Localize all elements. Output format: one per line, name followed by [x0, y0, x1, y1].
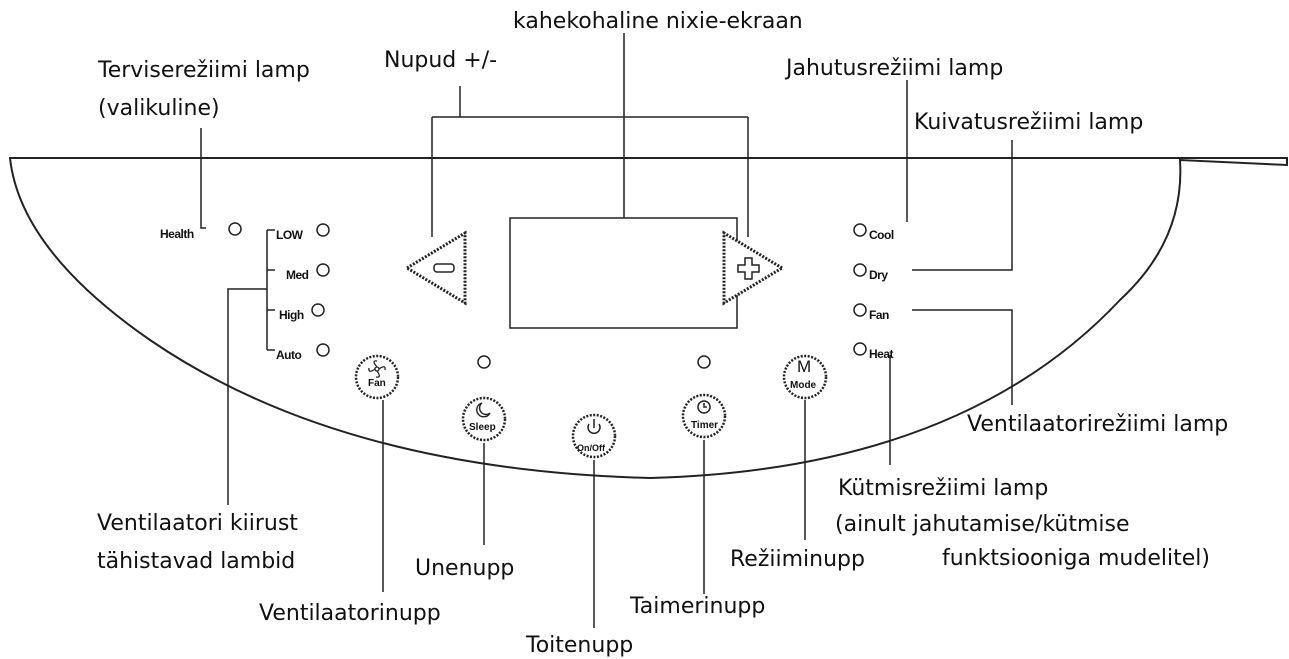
display-label: kahekohaline nixie-ekraan [513, 9, 803, 34]
timer-button-label: Taimerinupp [630, 594, 766, 619]
sleep-button[interactable] [461, 396, 507, 442]
nixie-display [509, 217, 738, 329]
power-button[interactable] [571, 413, 617, 459]
moon-icon [476, 402, 491, 418]
sleep-button-text: Sleep [469, 422, 496, 433]
clock-icon [697, 400, 711, 414]
timer-button-text: Timer [691, 420, 719, 431]
mode-panel-label-heat: Heat [869, 347, 894, 361]
fan-icon [368, 360, 386, 378]
minus-button[interactable] [404, 230, 467, 306]
sleep-button-label: Unenupp [415, 556, 515, 581]
speed-panel-label-low: LOW [276, 228, 303, 242]
mode-panel-label-dry: Dry [869, 268, 888, 282]
power-icon [587, 419, 601, 434]
health-lamp-label-2: (valikuline) [98, 96, 220, 121]
fan-button-text: Fan [368, 378, 386, 389]
plus-minus-label: Nupud +/- [384, 48, 498, 73]
speed-lamps-label-2: tähistavad lambid [97, 549, 296, 574]
power-button-label: Toitenupp [526, 633, 634, 658]
speed-lamp-high [311, 303, 325, 317]
panel-outline [8, 157, 1288, 480]
timer-lamp [697, 355, 711, 369]
minus-icon [433, 263, 455, 273]
mode-button-text: Mode [790, 380, 817, 391]
speed-lamp-low [316, 223, 330, 237]
leader-lines [200, 33, 1013, 628]
speed-panel-label-auto: Auto [276, 348, 302, 362]
fan-button-label: Ventilaatorinupp [259, 601, 441, 626]
mode-lamp-heat [853, 342, 867, 356]
fan-button[interactable] [354, 354, 400, 400]
mode-panel-label-cool: Cool [869, 228, 894, 242]
speed-lamps-label-1: Ventilaatori kiirust [97, 511, 298, 536]
speed-lamp-auto [316, 343, 330, 357]
health-panel-label: Health [160, 227, 194, 241]
heat-lamp-label-3: funktsiooniga mudelitel) [942, 546, 1210, 571]
speed-panel-label-med: Med [286, 268, 309, 282]
plus-icon [737, 257, 760, 280]
power-button-text: On/Off [577, 443, 605, 453]
sleep-lamp [477, 355, 491, 369]
mode-button[interactable] [782, 354, 828, 400]
mode-panel-label-fan: Fan [869, 308, 889, 322]
heat-lamp-label-1: Kütmisrežiimi lamp [838, 476, 1049, 501]
mode-lamp-fan [853, 303, 867, 317]
speed-lamp-med [316, 263, 330, 277]
cool-lamp-label: Jahutusrežiimi lamp [786, 56, 1004, 81]
health-lamp [228, 222, 242, 236]
mode-button-label: Režiiminupp [730, 547, 865, 572]
heat-lamp-label-2: (ainult jahutamise/kütmise [835, 512, 1130, 537]
mode-button-glyph: M [797, 357, 812, 376]
timer-button[interactable] [681, 393, 727, 439]
dry-lamp-label: Kuivatusrežiimi lamp [914, 110, 1144, 135]
plus-button[interactable] [722, 230, 785, 306]
health-lamp-label-1: Terviserežiimi lamp [98, 58, 310, 83]
fan-mode-lamp-label: Ventilaatorirežiimi lamp [967, 412, 1229, 437]
mode-lamp-dry [853, 263, 867, 277]
speed-panel-label-high: High [279, 308, 304, 322]
mode-lamp-cool [853, 223, 867, 237]
